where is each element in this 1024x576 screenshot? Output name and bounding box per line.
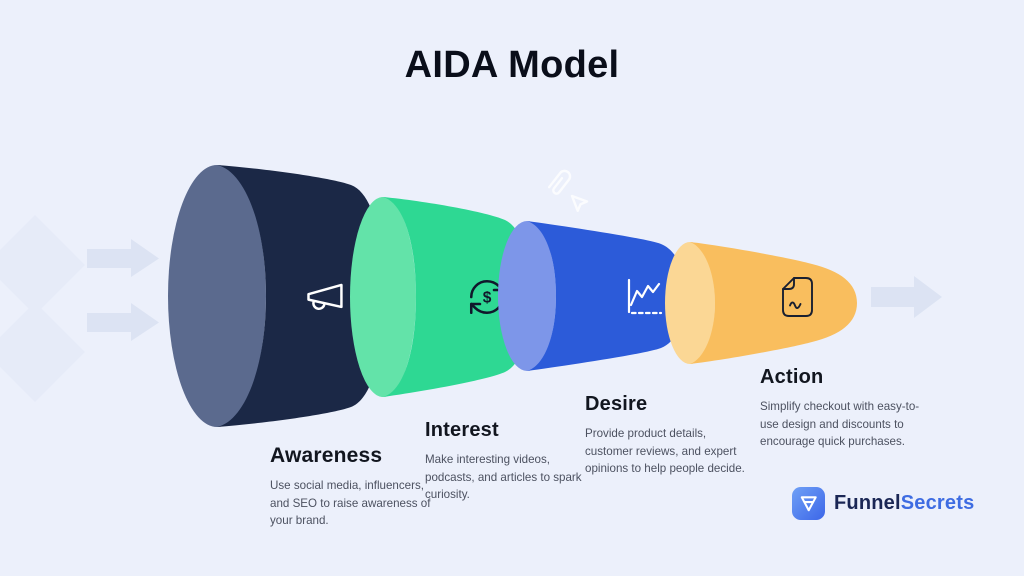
page-title: AIDA Model [404,44,620,86]
stage-description: Simplify checkout with easy-to-use desig… [760,400,920,449]
stage-title: Awareness [270,444,383,467]
megaphone-icon [307,283,343,310]
stage-label-interest: Interest Make interesting videos, podcas… [425,419,592,504]
brand-logo: FunnelSecrets [792,487,974,520]
funnel-logo-icon [792,487,825,520]
stage-title: Action [760,366,824,388]
inbound-arrows [87,239,159,341]
stage-cap [350,197,416,397]
signed-document-icon [782,277,813,317]
stage-cap [498,221,556,371]
funnel-stage-desire [498,221,686,371]
stage-cap [665,242,715,364]
line-chart-icon [627,278,663,315]
stage-body [690,242,857,364]
brand-name-secondary: Secrets [900,492,975,514]
dollar-glyph: $ [483,290,492,307]
stage-label-action: Action Simplify checkout with easy-to-us… [760,366,928,451]
stage-body [383,197,531,397]
stage-label-desire: Desire Provide product details, customer… [585,393,753,478]
paperclip-cursor-icon [547,169,589,212]
left-arrow-icon [87,303,159,341]
stage-title: Interest [425,419,499,441]
stage-label-awareness: Awareness Use social media, influencers,… [270,444,433,530]
left-arrow-icon [87,239,159,277]
brand-name-primary: Funnel [834,492,901,514]
stage-cap [168,165,266,427]
brand-name: FunnelSecrets [834,492,974,515]
funnel-stage-awareness [168,165,384,427]
funnel-stage-interest: $ [350,197,531,397]
stage-body [527,221,686,371]
background-diamond-shapes [0,215,85,402]
stage-description: Provide product details, customer review… [585,427,745,476]
stage-description: Make interesting videos, podcasts, and a… [425,453,582,502]
stage-description: Use social media, influencers, and SEO t… [270,479,431,528]
stage-title: Desire [585,393,648,415]
funnel-stage-action [665,242,857,364]
right-arrow-icon [871,276,942,318]
stage-body [217,165,384,427]
